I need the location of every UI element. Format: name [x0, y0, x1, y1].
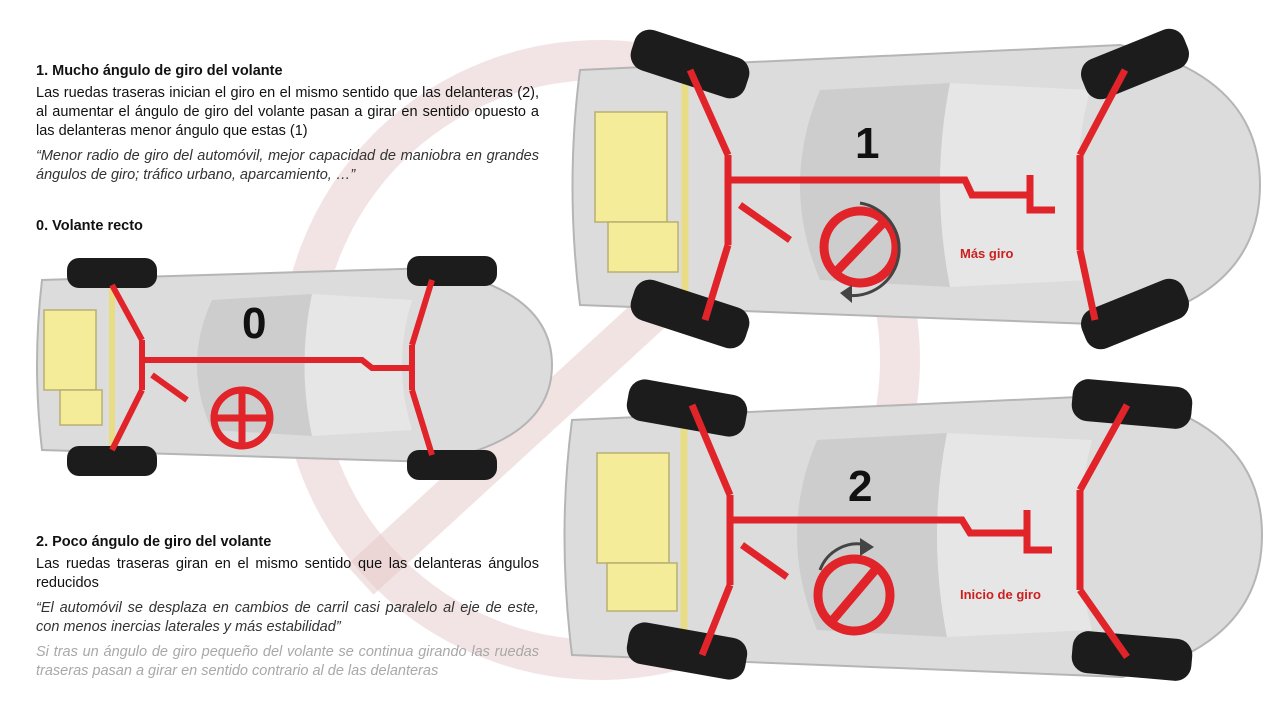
quote-poco-angulo: “El automóvil se desplaza en cambios de … — [36, 600, 539, 635]
steering-wheel-icon — [210, 386, 274, 450]
label-inicio-de-giro: Inicio de giro — [960, 587, 1041, 602]
text-block-2: 2. Poco ángulo de giro del volante Las r… — [36, 534, 539, 681]
car-diagram-1: 1 Más giro — [571, 28, 1262, 350]
paragraph-mucho-angulo: Las ruedas traseras inician el giro en e… — [36, 85, 539, 139]
tires — [626, 379, 1193, 681]
heading-mucho-angulo: 1. Mucho ángulo de giro del volante — [36, 63, 283, 79]
text-block-0: 0. Volante recto — [36, 218, 539, 239]
rotation-arrow-icon — [840, 201, 901, 303]
tires — [67, 256, 497, 480]
steering-linkage — [688, 403, 1131, 660]
steering-linkage — [686, 68, 1129, 322]
car-number-1: 1 — [855, 119, 879, 168]
car-number-2: 2 — [848, 462, 872, 511]
heading-volante-recto: 0. Volante recto — [36, 218, 143, 234]
car-body — [571, 43, 1262, 327]
label-mas-giro: Más giro — [960, 246, 1014, 261]
steering-wheel-icon — [813, 554, 895, 636]
rotation-arrow-icon — [818, 538, 874, 571]
engine-block — [43, 309, 103, 426]
engine-block — [594, 111, 679, 273]
car-diagram-2: 2 Inicio de giro — [563, 379, 1264, 681]
text-block-1: 1. Mucho ángulo de giro del volante Las … — [36, 63, 539, 185]
heading-poco-angulo: 2. Poco ángulo de giro del volante — [36, 534, 272, 550]
note-poco-angulo: Si tras un ángulo de giro pequeño del vo… — [36, 644, 539, 679]
steering-linkage — [109, 279, 435, 456]
engine-block — [596, 452, 678, 612]
car-diagram-0: 0 — [36, 256, 554, 480]
quote-mucho-angulo: “Menor radio de giro del automóvil, mejo… — [36, 148, 539, 183]
tires — [630, 28, 1190, 350]
paragraph-poco-angulo: Las ruedas traseras giran en el mismo se… — [36, 556, 539, 591]
car-number-0: 0 — [242, 299, 266, 348]
steering-wheel-icon — [819, 206, 901, 288]
